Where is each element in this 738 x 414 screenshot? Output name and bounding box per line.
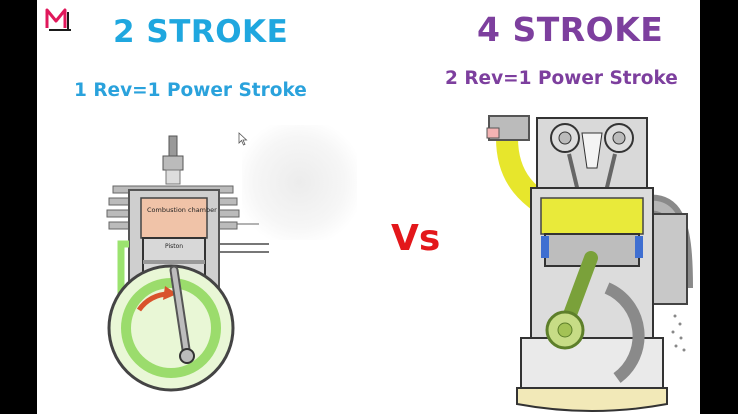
- piston-label: Piston: [165, 243, 183, 250]
- two-stroke-title: 2 STROKE: [113, 14, 289, 50]
- right-letterbox: [701, 0, 738, 414]
- two-stroke-subtitle: 1 Rev=1 Power Stroke: [74, 80, 307, 101]
- four-stroke-subtitle: 2 Rev=1 Power Stroke: [445, 68, 678, 89]
- four-stroke-engine-diagram: [486, 115, 693, 412]
- slide: 2 STROKE 1 Rev=1 Power Stroke 4 STROKE 2…: [37, 0, 700, 414]
- exhaust-smoke: [242, 125, 357, 240]
- mc-logo-icon: [45, 8, 71, 31]
- versus-label: Vs: [391, 218, 441, 259]
- mouse-cursor-icon: [238, 132, 248, 146]
- four-stroke-title: 4 STROKE: [477, 10, 664, 49]
- combustion-chamber-label: Combustion chamber: [147, 206, 217, 214]
- two-stroke-engine-diagram: Combustion chamber Piston: [106, 135, 269, 392]
- left-letterbox: [0, 0, 37, 414]
